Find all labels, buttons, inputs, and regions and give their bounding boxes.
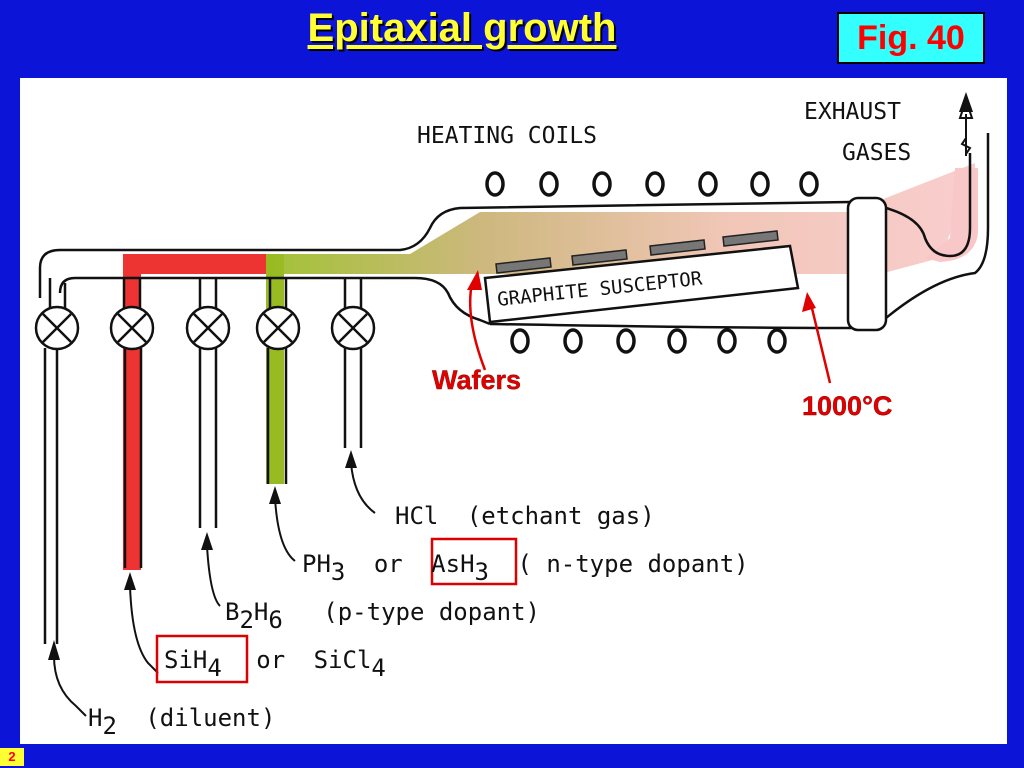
exhaust-arrowhead	[959, 92, 973, 112]
figure-label: Fig. 40	[837, 12, 985, 64]
slide-title: Epitaxial growth	[307, 6, 617, 50]
sih4-label: SiH4 or SiCl4	[164, 646, 386, 682]
b2h6-label: B2H6 (p-type dopant)	[225, 598, 540, 634]
temperature-label: 1000°C	[802, 391, 892, 421]
b2h6-subscript-a: 2	[239, 606, 253, 634]
ash3-highlight-box	[430, 537, 518, 586]
valve-silane	[109, 305, 155, 351]
inlet-arrows	[53, 462, 376, 717]
ph3-joiner: or	[374, 550, 403, 578]
exhaust-tube-inner	[885, 133, 990, 319]
b2h6-formula-a: B	[225, 598, 239, 626]
ash3-subscript: 3	[475, 558, 489, 586]
graphite-susceptor	[483, 244, 800, 324]
hcl-note: (etchant gas)	[467, 502, 655, 530]
ph3-note: ( n-type dopant)	[517, 550, 748, 578]
sih4-joiner: or	[256, 646, 285, 674]
wafers-label: Wafers	[432, 365, 521, 395]
valve-stems	[48, 278, 363, 308]
valve-ph3	[255, 305, 301, 351]
valves	[34, 305, 376, 351]
sicl4-formula: SiCl	[314, 646, 372, 674]
b2h6-note: (p-type dopant)	[323, 598, 540, 626]
red-indicator-arrows	[468, 282, 832, 384]
exhaust-label-line2: GASES	[842, 140, 911, 166]
page-number: 2	[0, 748, 24, 766]
reactor-diagram: GRAPHITE SUSCEPTOR	[34, 92, 990, 740]
manifold-tube	[38, 200, 851, 298]
inlet-pipes	[43, 348, 363, 644]
b2h6-formula-b: H	[254, 598, 268, 626]
heating-coils-bottom	[510, 328, 787, 354]
exhaust-flow	[925, 168, 978, 262]
reactor-chamber	[489, 202, 852, 330]
heating-coils-label: HEATING COILS	[417, 123, 597, 149]
exhaust-tube	[885, 153, 972, 258]
reactor-end-cap	[846, 196, 888, 332]
h2-formula: H	[88, 704, 102, 732]
manifold-tube-lower	[58, 276, 491, 326]
inlet-arrowheads	[48, 450, 357, 660]
ash3-formula: AsH	[431, 550, 474, 578]
h2-label: H2 (diluent)	[88, 704, 275, 740]
h2-note: (diluent)	[145, 704, 275, 732]
wafers	[495, 230, 779, 274]
exhaust-label-line1: EXHAUST	[804, 99, 901, 125]
b2h6-subscript-b: 6	[268, 606, 282, 634]
sih4-highlight-box	[155, 634, 249, 684]
heating-coils-top	[485, 171, 819, 197]
ph3-label: PH3 or AsH3 ( n-type dopant)	[302, 550, 749, 586]
ph3-formula: PH	[302, 550, 331, 578]
ph3-subscript: 3	[331, 558, 345, 586]
valve-h2	[34, 305, 80, 351]
hcl-formula: HCl	[395, 502, 438, 530]
red-arrowheads	[467, 270, 816, 312]
hcl-label: HCl (etchant gas)	[395, 502, 655, 530]
reactor-gas-flow	[273, 163, 975, 274]
h2-subscript: 2	[102, 712, 116, 740]
diagram-panel: GRAPHITE SUSCEPTOR	[20, 78, 1007, 744]
sicl4-subscript: 4	[371, 654, 385, 682]
silane-flow-horizontal	[123, 254, 273, 274]
sih4-subscript: 4	[207, 654, 221, 682]
valve-hcl	[330, 305, 376, 351]
valve-b2h6	[185, 305, 231, 351]
sih4-formula: SiH	[164, 646, 207, 674]
